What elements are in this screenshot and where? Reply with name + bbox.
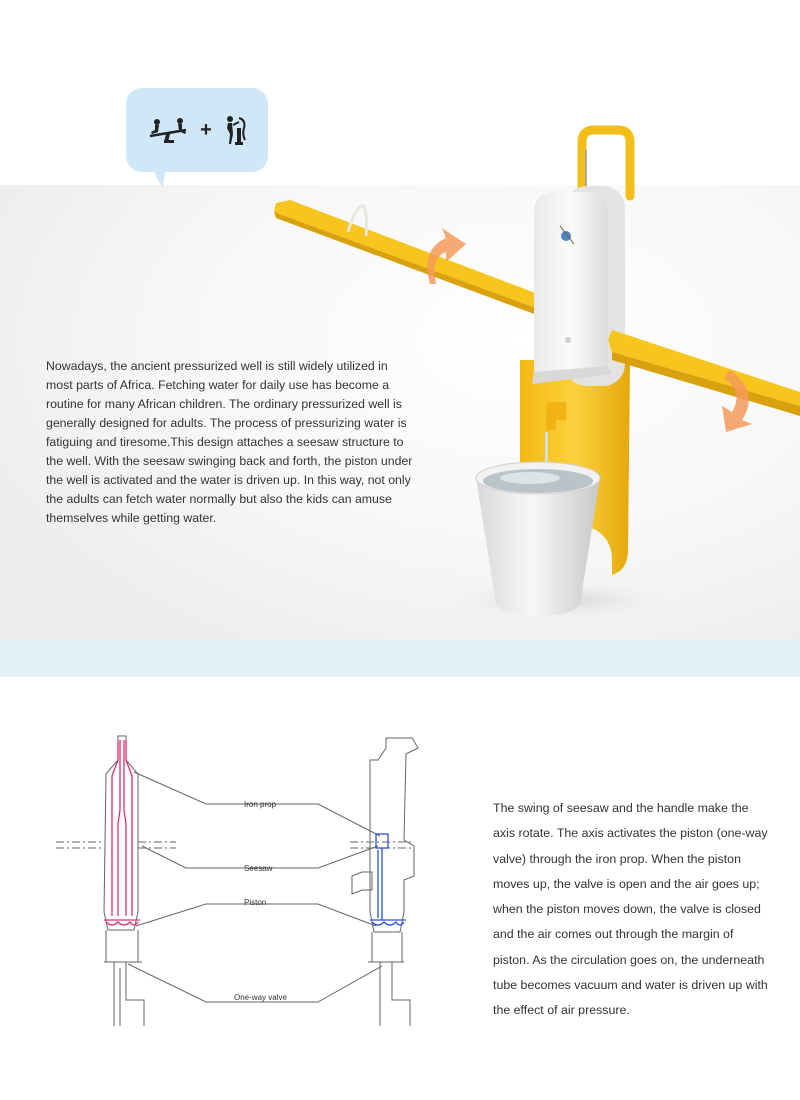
well-body-white: [534, 192, 608, 378]
right-well-outline: [369, 737, 419, 933]
seesaw-beam-left: [274, 200, 612, 333]
water-bucket: [476, 478, 600, 616]
seesaw-icon: [149, 118, 187, 143]
axis-bolt: [565, 337, 571, 343]
mechanism-diagram: [56, 735, 419, 1026]
divider-band: [0, 640, 800, 677]
seesaw-beam-right: [608, 330, 800, 406]
logo-icon: [561, 231, 571, 241]
water-stream: [545, 432, 548, 470]
label-iron-prop: Iron prop: [244, 800, 277, 809]
label-one-way-valve: One-way valve: [234, 993, 287, 1002]
left-well-outline: [103, 735, 139, 931]
mechanism-explanation: The swing of seesaw and the handle make …: [493, 801, 768, 1018]
piston-right: [370, 833, 406, 926]
seesaw-well-render: [274, 125, 800, 624]
plus-sign: +: [200, 118, 212, 141]
pump-handle: [577, 125, 635, 201]
intro-paragraph: Nowadays, the ancient pressurized well i…: [46, 359, 413, 525]
label-piston: Piston: [244, 898, 267, 907]
piston-left: [104, 740, 140, 926]
rotate-arrow-icon: [427, 228, 466, 284]
label-seesaw: Seesaw: [244, 864, 273, 873]
bubble-icons: +: [126, 88, 268, 172]
rotate-arrow-icon: [722, 370, 752, 432]
water-pump-icon: [226, 116, 246, 145]
water-spout: [546, 402, 566, 430]
seesaw-seat-handle: [346, 204, 369, 237]
